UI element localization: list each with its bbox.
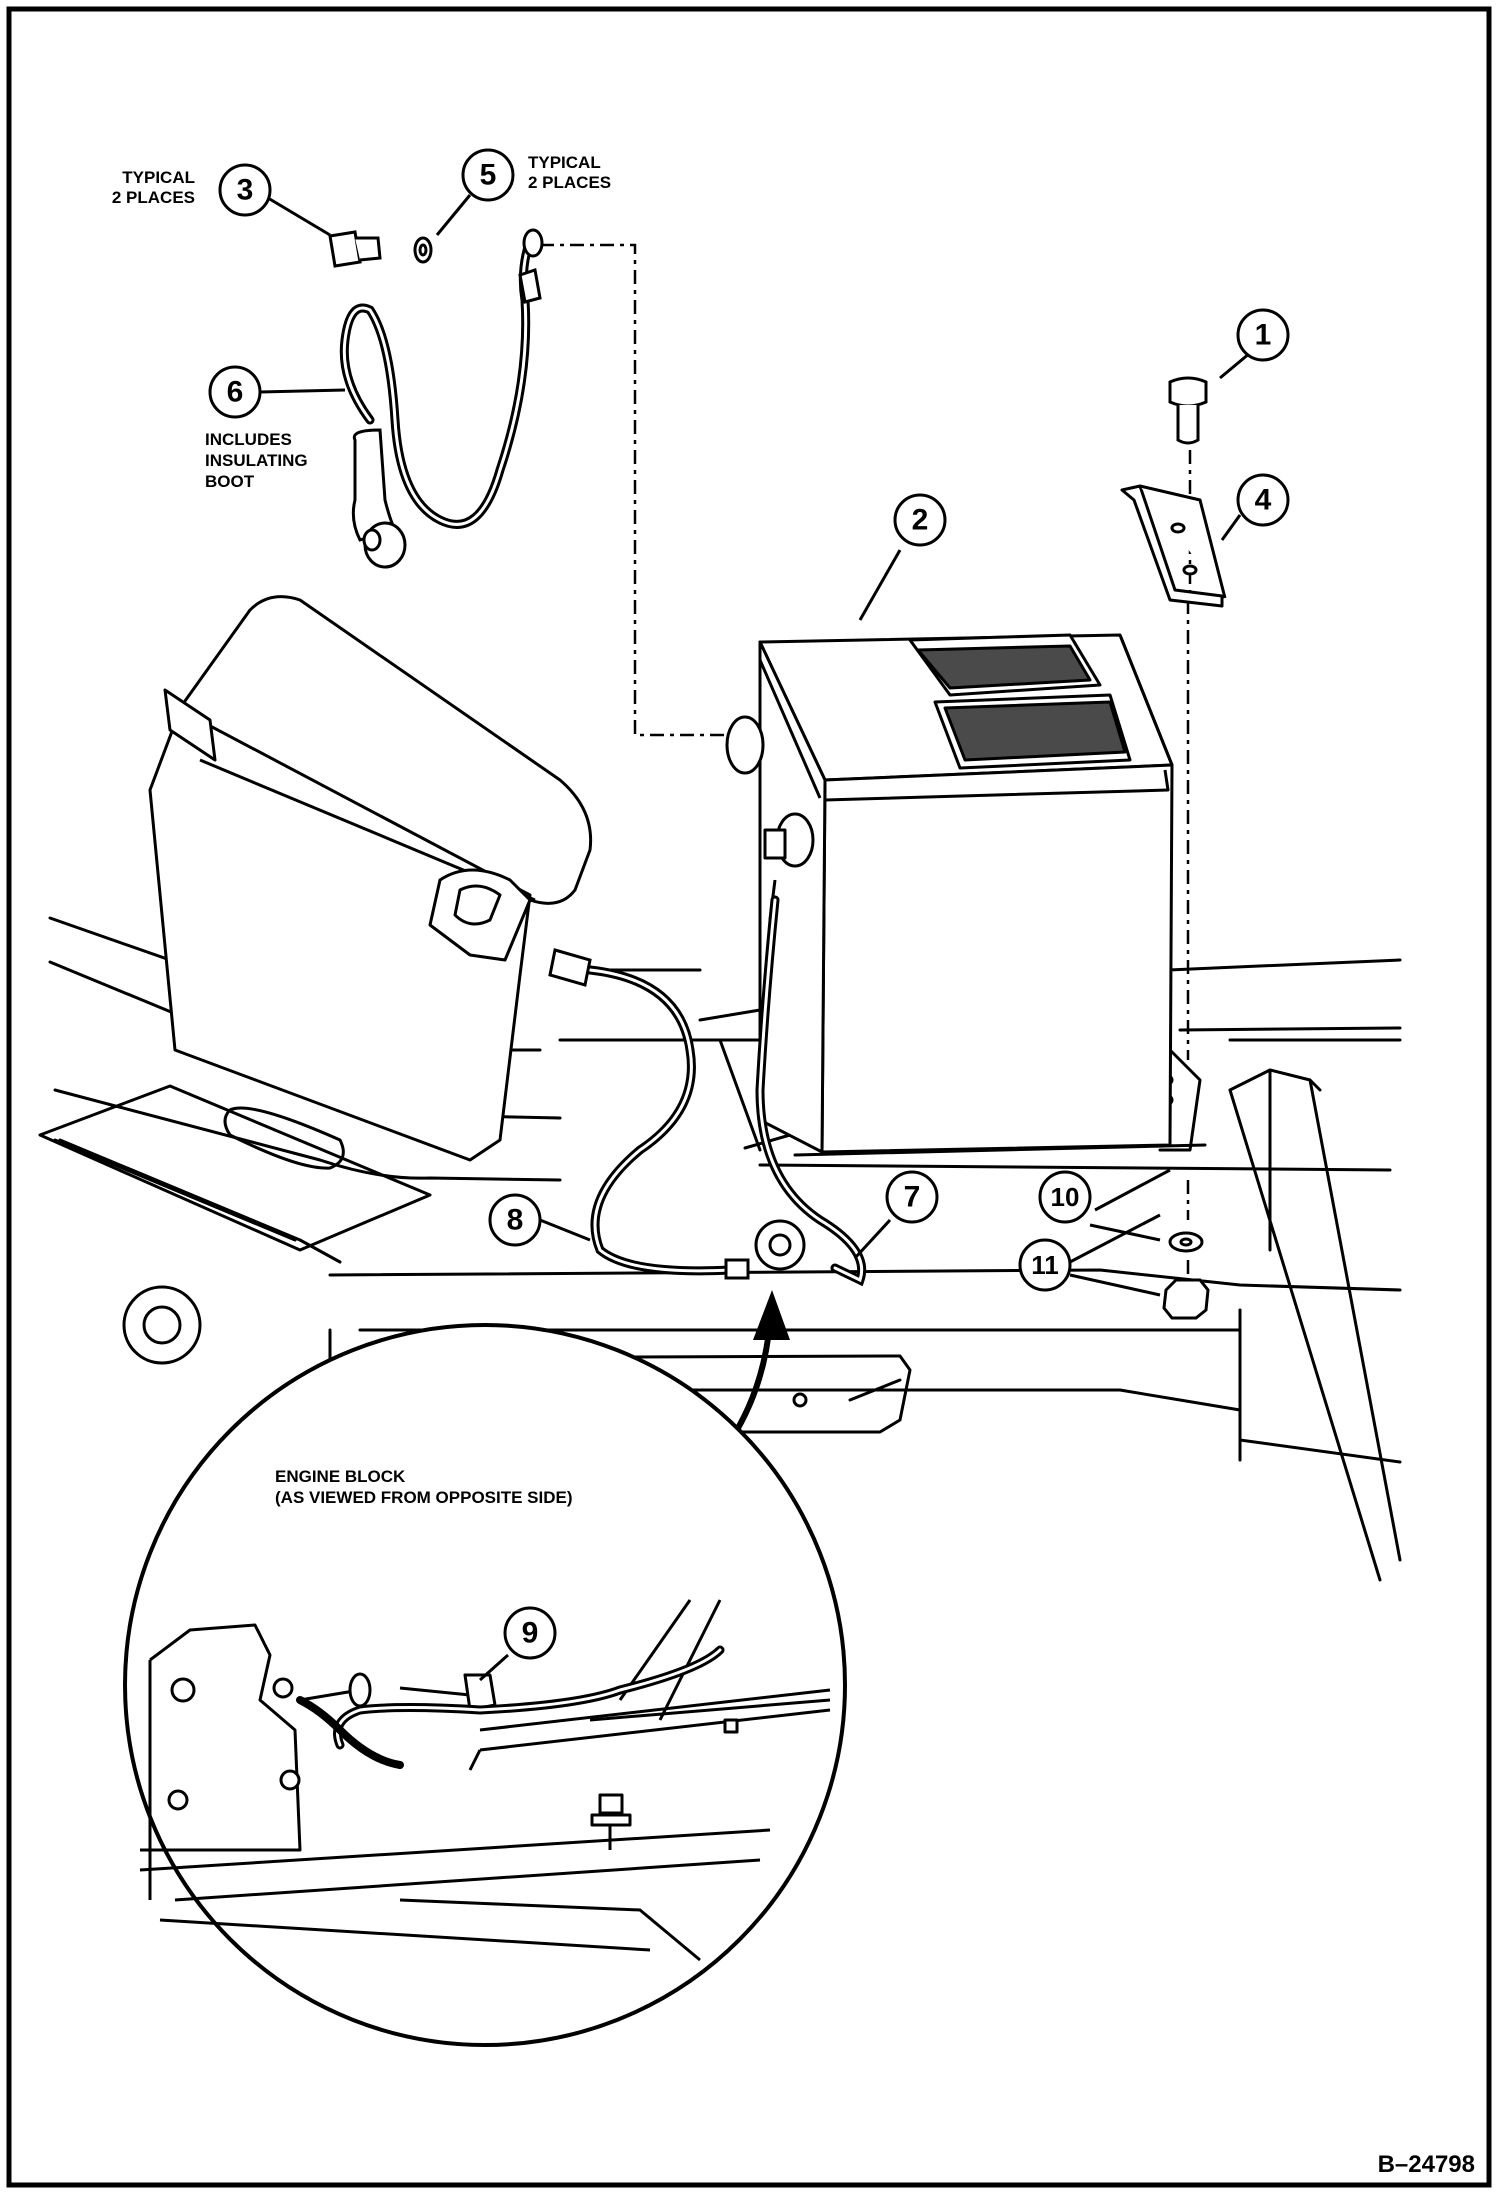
battery [725, 633, 1174, 1154]
callout-10: 10 [1051, 1182, 1080, 1212]
detail-title-line1: ENGINE BLOCK [275, 1467, 406, 1486]
callout-9: 9 [522, 1617, 539, 1650]
callout-9-circle [503, 1606, 557, 1660]
callout-3-note-line1: TYPICAL [122, 168, 195, 187]
hold-down-bracket-4 [1120, 484, 1227, 608]
detail-title-line2: (AS VIEWED FROM OPPOSITE SIDE) [275, 1488, 573, 1507]
washer-10 [1168, 1231, 1204, 1253]
callout-10-circle [1038, 1170, 1092, 1224]
cables [548, 895, 867, 1287]
callout-11: 11 [1031, 1250, 1059, 1280]
detail-view [123, 1323, 847, 2047]
callout-8: 8 [507, 1204, 524, 1237]
callout-5-circle [461, 148, 515, 202]
callout-6: 6 [227, 376, 244, 409]
callout-6-note-line3: BOOT [205, 472, 255, 491]
callout-4: 4 [1255, 484, 1272, 517]
callout-4-circle [1236, 473, 1290, 527]
callout-2: 2 [912, 504, 929, 537]
callouts [208, 148, 1290, 1682]
callout-2-circle [893, 493, 947, 547]
callout-3-circle [218, 163, 272, 217]
bolt-1 [1168, 376, 1208, 445]
callout-6-note-line1: INCLUDES [205, 430, 292, 449]
callout-1: 1 [1255, 319, 1272, 352]
bolt-3 [328, 230, 382, 268]
washer-5 [413, 236, 433, 264]
callout-8-circle [488, 1193, 542, 1247]
nut-11 [1162, 1278, 1210, 1320]
cable-with-boot [339, 228, 544, 569]
callout-5: 5 [480, 159, 497, 192]
callout-6-circle [208, 365, 262, 419]
callout-11-circle [1018, 1238, 1072, 1292]
figure-id: B–24798 [1378, 2151, 1475, 2178]
callout-5-note-line2: 2 PLACES [528, 173, 611, 192]
callout-7: 7 [904, 1181, 921, 1214]
page-border [6, 6, 1492, 2188]
callout-1-circle [1236, 308, 1290, 362]
callout-3-note-line2: 2 PLACES [112, 188, 195, 207]
cover-box [148, 595, 593, 1162]
callout-7-circle [885, 1170, 939, 1224]
callout-3: 3 [237, 174, 254, 207]
callout-5-note-line1: TYPICAL [528, 153, 601, 172]
callout-6-note-line2: INSULATING [205, 451, 308, 470]
